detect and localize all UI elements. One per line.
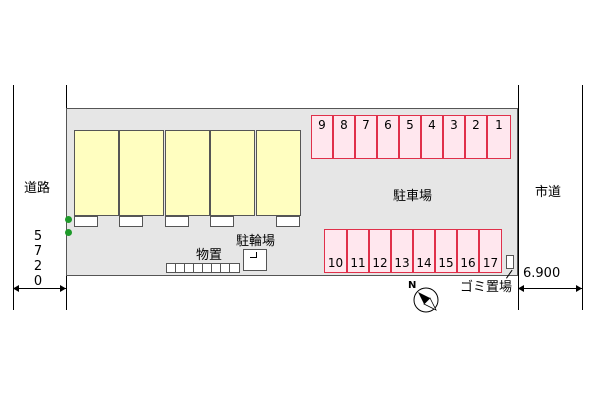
building-unit	[256, 130, 301, 216]
parking-stall-number: 9	[318, 118, 326, 132]
parking-stall-number: 11	[350, 256, 366, 270]
parking-stall-number: 16	[460, 256, 476, 270]
parking-stall-number: 1	[495, 118, 503, 132]
parking-stall	[457, 229, 479, 273]
north-compass-icon	[413, 287, 439, 313]
building-unit	[119, 130, 164, 216]
parking-stall	[369, 229, 391, 273]
parking-stall-number: 13	[394, 256, 410, 270]
building-unit	[210, 130, 255, 216]
road-right-label: 市道	[535, 185, 562, 200]
unit-entrance	[210, 216, 234, 227]
parking-stall-number: 8	[340, 118, 348, 132]
parking-stall	[399, 115, 421, 159]
parking-stall-number: 3	[450, 118, 458, 132]
parking-stall	[324, 229, 347, 273]
parking-stall-number: 2	[472, 118, 480, 132]
storage-division	[202, 263, 203, 273]
bicycle-parking-mark	[256, 252, 257, 258]
parking-stall	[333, 115, 355, 159]
parking-stall	[311, 115, 333, 159]
parking-stall-number: 10	[327, 256, 344, 270]
parking-stall	[421, 115, 443, 159]
bicycle-parking-label: 駐輪場	[236, 234, 276, 249]
storage-division	[220, 263, 221, 273]
storage-division	[229, 263, 230, 273]
right-width-value: 6.900	[523, 266, 561, 281]
bicycle-parking-mark	[250, 257, 256, 258]
parking-stall	[355, 115, 377, 159]
parking-stall-number: 6	[384, 118, 392, 132]
storage-division	[193, 263, 194, 273]
road-left-label: 道路	[24, 181, 51, 196]
bicycle-parking-area	[243, 249, 267, 271]
compass-north-label: N	[408, 280, 417, 291]
storage-label: 物置	[196, 248, 223, 263]
parking-stall-number: 17	[482, 256, 499, 270]
right-dimension-line	[518, 288, 582, 289]
parking-stall-number: 14	[416, 256, 432, 270]
parking-stall-number: 12	[372, 256, 388, 270]
unit-entrance	[276, 216, 300, 227]
parking-stall-number: 7	[362, 118, 370, 132]
right-road-edge-inner	[518, 85, 519, 310]
parking-stall	[377, 115, 399, 159]
parking-stall-number: 15	[438, 256, 454, 270]
storage-division	[175, 263, 176, 273]
parking-stall	[391, 229, 413, 273]
storage-shed	[166, 263, 240, 273]
parking-stall	[487, 115, 511, 159]
parking-stall	[479, 229, 502, 273]
parking-stall-number: 5	[406, 118, 414, 132]
parking-stall	[347, 229, 369, 273]
right-road-edge-outer	[582, 85, 583, 310]
unit-entrance	[74, 216, 98, 227]
left-width-value: 5720	[33, 229, 43, 289]
left-dimension-line	[13, 288, 66, 289]
right-dimension-arrows	[518, 285, 582, 292]
building-unit	[74, 130, 119, 216]
parking-stall	[413, 229, 435, 273]
left-dimension-arrows	[13, 285, 66, 292]
storage-division	[184, 263, 185, 273]
building-unit	[165, 130, 210, 216]
tree-marker	[65, 216, 72, 223]
parking-stall	[435, 229, 457, 273]
garbage-label: ゴミ置場	[460, 280, 513, 295]
garbage-area	[506, 255, 514, 269]
parking-stall	[465, 115, 487, 159]
left-road-edge-outer	[13, 85, 14, 310]
tree-marker	[65, 229, 72, 236]
parking-stall-number: 4	[428, 118, 436, 132]
parking-label: 駐車場	[393, 189, 433, 204]
unit-entrance	[119, 216, 143, 227]
storage-division	[211, 263, 212, 273]
unit-entrance	[165, 216, 189, 227]
parking-stall	[443, 115, 465, 159]
